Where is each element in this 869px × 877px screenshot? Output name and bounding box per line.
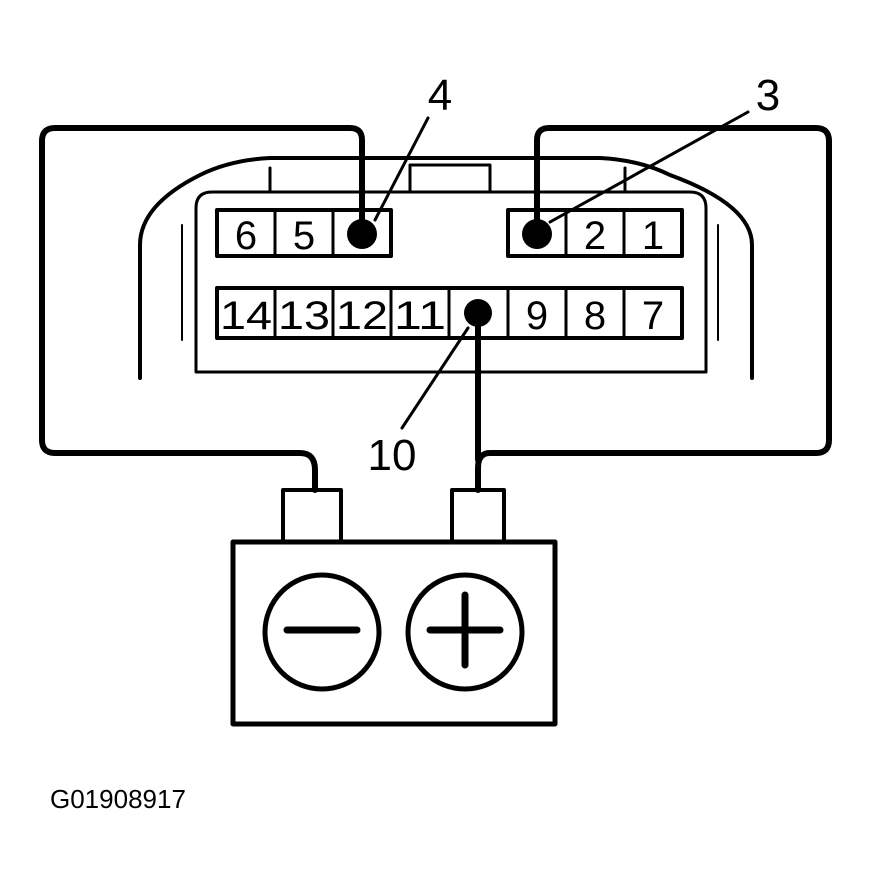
pin-label-2: 2 (584, 214, 606, 258)
callout-leader-10 (400, 326, 470, 430)
pin-label-5: 5 (293, 214, 315, 258)
pin-label-11: 11 (394, 294, 446, 338)
pin-label-7: 7 (642, 294, 664, 338)
callout-label-3: 3 (756, 71, 780, 120)
pin-label-8: 8 (584, 294, 606, 338)
jumper-wire-pin4-to-negative (39, 125, 365, 493)
pin-label-6: 6 (235, 214, 257, 258)
callout-label-4: 4 (428, 71, 452, 120)
battery-positive-circle (405, 572, 525, 692)
battery-negative-circle (262, 572, 382, 692)
jumper-wire-pin3-loop (475, 125, 832, 493)
pin-label-1: 1 (642, 214, 664, 258)
callout-leader-3 (548, 110, 750, 224)
pin-label-12: 12 (336, 294, 388, 338)
connector-lock-tab (408, 163, 492, 194)
battery-terminal-positive-post (450, 488, 506, 544)
battery-terminal-negative-post (281, 488, 343, 544)
callout-leader-4 (373, 116, 430, 222)
pin-label-9: 9 (526, 294, 548, 338)
connector-housing-inner (194, 190, 708, 374)
callout-label-10: 10 (368, 431, 417, 480)
pin-label-13: 13 (278, 294, 330, 338)
top-row-right-frame (506, 208, 684, 258)
top-row-left-frame (215, 208, 393, 258)
battery-body (230, 539, 558, 727)
connector-housing-outer (138, 156, 754, 380)
pin-label-14: 14 (220, 294, 272, 338)
figure-code: G01908917 (50, 784, 186, 814)
